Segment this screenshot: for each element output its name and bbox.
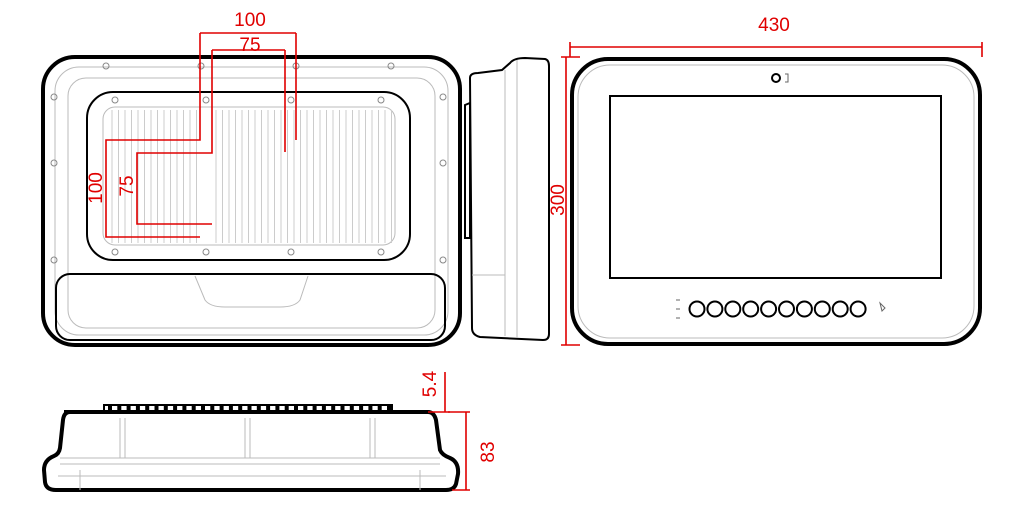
- front-height-label: 300: [548, 184, 569, 216]
- vent-slot: [387, 406, 391, 411]
- vent-slot: [238, 406, 243, 411]
- vent-slot: [247, 406, 252, 411]
- nfc-icon: [879, 301, 886, 312]
- depth-label: 83: [478, 441, 499, 462]
- vent-slot: [173, 406, 178, 411]
- front-button: [778, 300, 795, 318]
- vent-slot: [154, 406, 159, 411]
- front-button: [742, 300, 760, 318]
- bottom-view: 5.4 83: [41, 370, 499, 492]
- vent-slot: [359, 406, 364, 411]
- heatsink-panel: [86, 91, 411, 261]
- vent-slot: [340, 406, 345, 411]
- vent-slot: [135, 406, 140, 411]
- front-button: [706, 300, 724, 318]
- vent-slot: [182, 406, 187, 411]
- vent-slot: [108, 406, 112, 411]
- vent-slot: [349, 406, 354, 411]
- vent-slot: [117, 406, 122, 411]
- vent-slot: [321, 406, 326, 411]
- side-view: [464, 56, 550, 342]
- screw-hole: [287, 96, 295, 104]
- front-button: [831, 300, 849, 318]
- front-buttons: [688, 300, 867, 318]
- screw-hole: [197, 62, 205, 70]
- vent-slot: [368, 406, 373, 411]
- display-screen: [609, 95, 942, 279]
- front-view: 430 300: [548, 15, 983, 346]
- screw-hole: [439, 159, 447, 167]
- front-button: [724, 300, 742, 318]
- vent-slot: [303, 406, 308, 411]
- screw-hole: [439, 93, 447, 101]
- vent-slot: [256, 406, 261, 411]
- screw-hole: [202, 248, 210, 256]
- screw-hole: [102, 62, 110, 70]
- io-compartment-cover: [55, 273, 446, 341]
- vent-slot: [219, 406, 224, 411]
- back-housing-outline: [41, 55, 462, 347]
- vesa-dimensions: 100 75 100 75: [86, 10, 297, 238]
- screw-hole: [287, 248, 295, 256]
- vent-slot: [191, 406, 196, 411]
- vent-slot: [210, 406, 215, 411]
- screw-hole: [202, 96, 210, 104]
- camera-icon: [771, 73, 781, 83]
- vent-slot: [201, 406, 205, 411]
- screw-hole: [50, 93, 58, 101]
- front-button: [813, 300, 831, 318]
- vesa-inner-width-label: 75: [239, 35, 260, 56]
- screw-hole: [377, 96, 385, 104]
- front-bezel: [570, 57, 982, 346]
- vesa-outer-height-label: 100: [86, 172, 107, 204]
- vent-slot: [331, 406, 336, 411]
- screw-hole: [111, 248, 119, 256]
- vent-slots: [108, 406, 391, 411]
- front-button: [760, 300, 778, 318]
- front-button: [795, 300, 813, 318]
- vent-slot: [294, 406, 298, 411]
- protrusion-label: 5.4: [420, 370, 441, 397]
- heatsink-fins: [111, 110, 392, 243]
- back-view: [41, 55, 462, 347]
- screw-hole: [50, 159, 58, 167]
- vent-slot: [275, 406, 280, 411]
- vent-slot: [284, 406, 289, 411]
- vent-slot: [312, 406, 317, 411]
- vesa-outer-width-label: 100: [234, 10, 266, 31]
- screw-hole: [111, 96, 119, 104]
- screw-hole: [377, 248, 385, 256]
- screw-hole: [387, 62, 395, 70]
- vent-slot: [266, 406, 271, 411]
- front-button: [849, 300, 867, 318]
- vent-slot: [126, 406, 131, 411]
- screw-hole: [439, 256, 447, 264]
- front-button: [688, 300, 706, 318]
- vesa-inner-height-label: 75: [117, 175, 138, 196]
- vent-slot: [145, 406, 150, 411]
- vent-slot: [228, 406, 233, 411]
- vent-slot: [163, 406, 168, 411]
- vent-slot: [377, 406, 382, 411]
- front-width-label: 430: [758, 15, 790, 36]
- screw-holes: [50, 62, 447, 264]
- screw-hole: [50, 256, 58, 264]
